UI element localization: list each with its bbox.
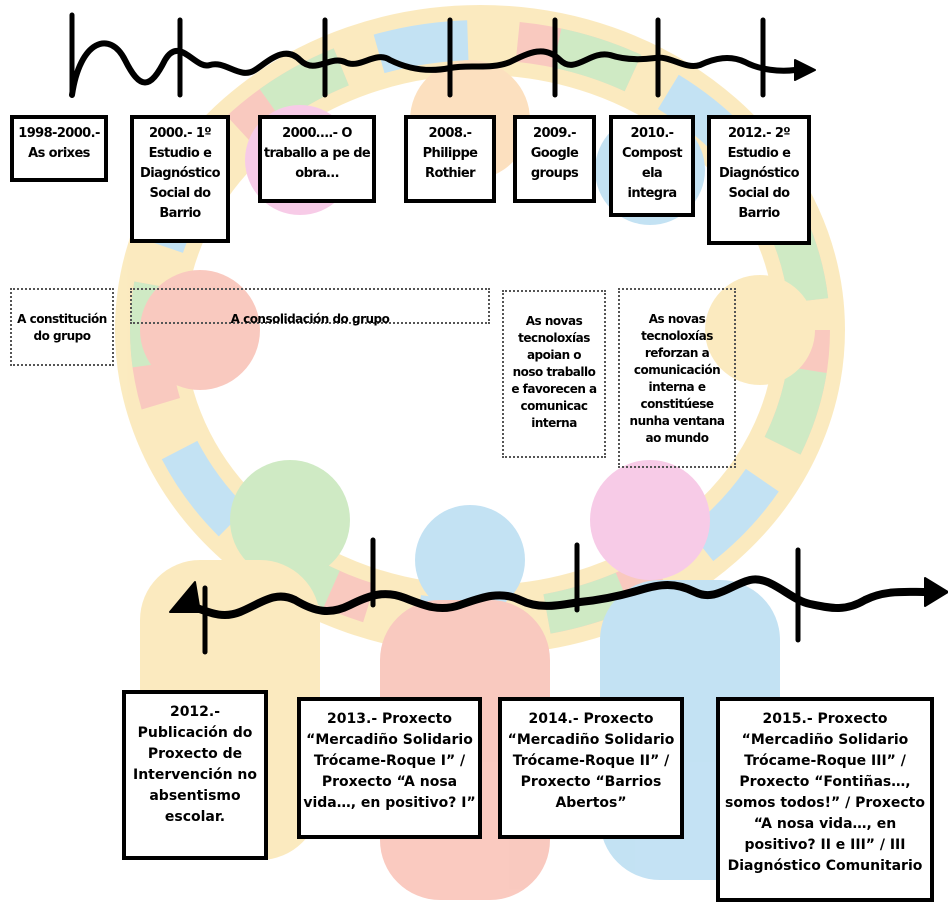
event-label: 2000.- 1º Estudio e Diagnóstico Social d… xyxy=(140,126,221,221)
phase-label: A consolidación do grupo xyxy=(230,312,390,326)
phase-label: A constitución do grupo xyxy=(17,312,107,343)
phase-constitution: A constitución do grupo xyxy=(10,288,114,366)
phase-new-technologies-support: As novas tecnoloxías apoian o noso traba… xyxy=(502,290,606,458)
event-box-2014-project: 2014.- Proxecto “Mercadiño Solidario Tró… xyxy=(498,697,684,839)
event-box-2013-project: 2013.- Proxecto “Mercadiño Solidario Tró… xyxy=(297,697,482,839)
event-label: 2015.- Proxecto “Mercadiño Solidario Tró… xyxy=(724,711,925,874)
event-box-2000-study: 2000.- 1º Estudio e Diagnóstico Social d… xyxy=(130,115,230,243)
event-label: 2014.- Proxecto “Mercadiño Solidario Tró… xyxy=(507,711,675,811)
bottom-timeline-line xyxy=(184,575,929,619)
bottom-timeline-left-arrowhead xyxy=(169,581,201,613)
event-box-2009: 2009.- Google groups xyxy=(513,115,596,203)
event-box-2015-project: 2015.- Proxecto “Mercadiño Solidario Tró… xyxy=(716,697,934,902)
event-label: 2012.- Publicación do Proxecto de Interv… xyxy=(133,704,257,825)
event-label: 2000….- O traballo a pe de obra… xyxy=(263,126,371,181)
event-label: 2012.- 2º Estudio e Diagnóstico Social d… xyxy=(719,126,800,221)
event-box-2000-work: 2000….- O traballo a pe de obra… xyxy=(258,115,376,203)
event-label: 1998-2000.- As orixes xyxy=(18,126,100,161)
phase-label: As novas tecnoloxías apoian o noso traba… xyxy=(511,314,597,430)
phase-consolidation: A consolidación do grupo xyxy=(130,288,490,326)
event-box-1998: 1998-2000.- As orixes xyxy=(10,115,108,182)
bottom-timeline-right-arrowhead xyxy=(924,577,948,607)
event-box-2012-study: 2012.- 2º Estudio e Diagnóstico Social d… xyxy=(707,115,811,245)
event-box-2010: 2010.- Compost ela integra xyxy=(609,115,695,217)
top-timeline-line xyxy=(69,40,798,98)
event-label: 2013.- Proxecto “Mercadiño Solidario Tró… xyxy=(303,711,476,811)
event-box-2008: 2008.- Philippe Rothier xyxy=(404,115,496,203)
event-label: 2008.- Philippe Rothier xyxy=(422,126,478,181)
event-box-2012-publication: 2012.- Publicación do Proxecto de Interv… xyxy=(122,690,268,860)
event-label: 2009.- Google groups xyxy=(530,126,579,181)
phase-new-technologies-window: As novas tecnoloxías reforzan a comunica… xyxy=(618,288,736,468)
phase-label: As novas tecnoloxías reforzan a comunica… xyxy=(629,312,725,445)
event-label: 2010.- Compost ela integra xyxy=(621,126,683,201)
top-timeline-arrowhead xyxy=(794,59,816,81)
